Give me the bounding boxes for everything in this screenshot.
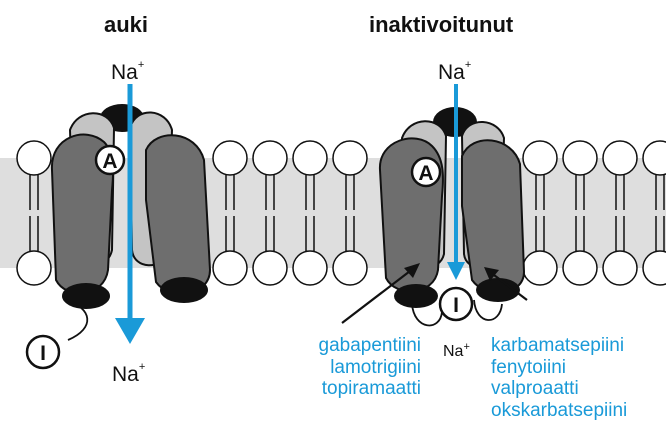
- inactivated-channel-activation-gate-label: A: [418, 162, 433, 185]
- lipid-head: [523, 251, 557, 285]
- drug-name: fenytoiini: [491, 357, 627, 379]
- open-channel-front-subunit-right: [146, 135, 210, 294]
- lipid-head: [253, 141, 287, 175]
- lipid-head: [17, 251, 51, 285]
- lipid-head: [563, 251, 597, 285]
- lipid-head: [293, 141, 327, 175]
- lipid-head: [333, 251, 367, 285]
- drug-name: lamotrigiini: [319, 357, 421, 379]
- lipid-head: [17, 141, 51, 175]
- drug-name: okskarbatsepiini: [491, 400, 627, 422]
- open-state-title: auki: [104, 14, 148, 36]
- lipid-head: [523, 141, 557, 175]
- lipid-head: [563, 141, 597, 175]
- drug-name: gabapentiini: [319, 335, 421, 357]
- open-channel-inactivation-gate: I: [27, 336, 59, 368]
- open-channel-na-top-label: Na+: [111, 62, 144, 83]
- inactivated-channel-activation-gate: A: [412, 158, 440, 186]
- open-channel-na-bottom-label: Na+: [112, 364, 145, 385]
- open-channel-foot-right: [160, 277, 208, 303]
- drug-name: topiramaatti: [319, 378, 421, 400]
- inactivated-channel-na-blocked-label: Na+: [443, 344, 470, 360]
- open-channel-activation-gate: A: [96, 146, 124, 174]
- drug-list-left: gabapentiini lamotrigiini topiramaatti: [319, 335, 421, 400]
- drug-name: valproaatti: [491, 378, 627, 400]
- lipid-head: [603, 251, 637, 285]
- open-channel-activation-gate-label: A: [102, 150, 117, 173]
- inactivated-channel-na-top-label: Na+: [438, 62, 471, 83]
- drug-name: karbamatsepiini: [491, 335, 627, 357]
- lipid-head: [603, 141, 637, 175]
- drug-list-right: karbamatsepiini fenytoiini valproaatti o…: [491, 335, 627, 421]
- open-channel-inactivation-gate-label: I: [40, 342, 46, 365]
- open-channel-foot-left: [62, 283, 110, 309]
- lipid-head: [253, 251, 287, 285]
- open-channel-na-flow-arrowhead: [115, 318, 145, 344]
- inactivated-channel-inactivation-gate: I: [440, 288, 472, 320]
- inactivated-channel-tether-right: [474, 300, 502, 320]
- lipid-head: [333, 141, 367, 175]
- inactivated-channel-foot-left: [394, 284, 438, 308]
- lipid-head: [213, 251, 247, 285]
- inactivated-channel-na-flow-arrowhead: [447, 262, 465, 280]
- inactivated-state-title: inaktivoitunut: [369, 14, 513, 36]
- lipid-head: [293, 251, 327, 285]
- inactivated-channel-inactivation-gate-label: I: [453, 294, 459, 317]
- lipid-head: [213, 141, 247, 175]
